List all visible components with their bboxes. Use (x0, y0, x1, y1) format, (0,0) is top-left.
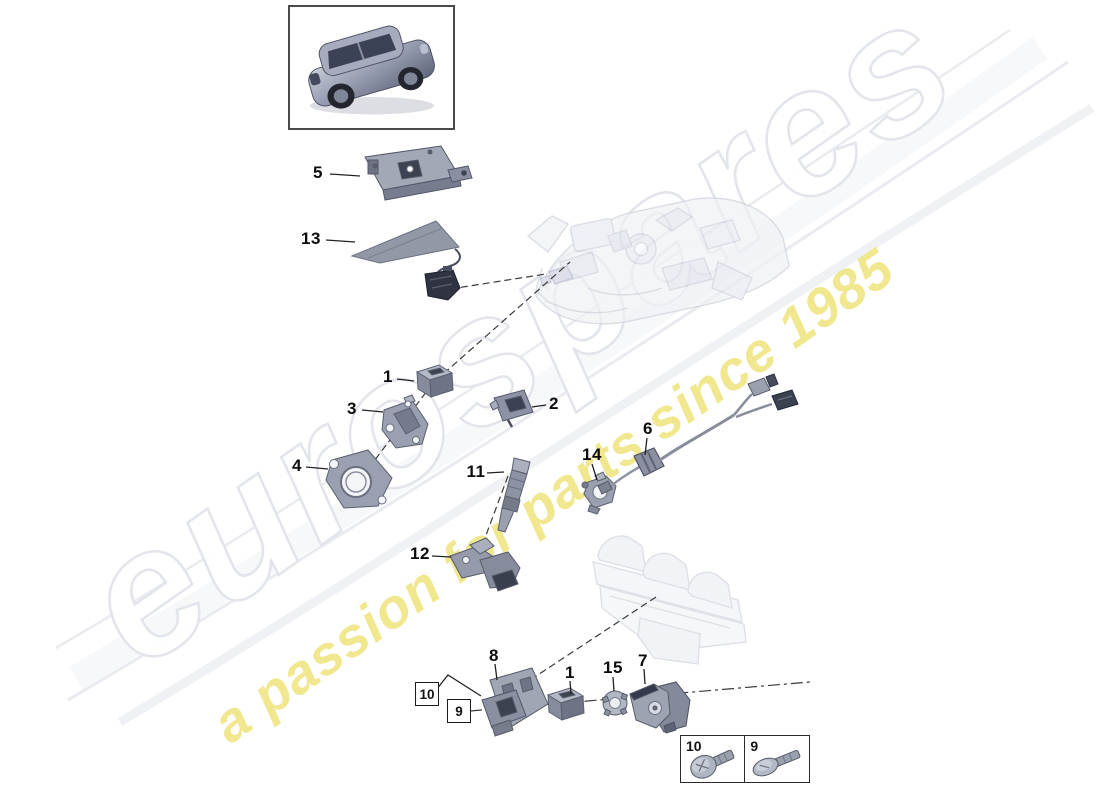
part-7-bracket (629, 681, 691, 734)
callout-12[interactable]: 12 (410, 544, 430, 563)
callout-2[interactable]: 2 (549, 394, 559, 413)
part-3-bracket (381, 394, 429, 449)
callout-1-lower[interactable]: 1 (565, 663, 575, 682)
part-1-mount-upper (415, 364, 454, 398)
part-8-plate (481, 667, 549, 737)
part-2-connector (489, 389, 534, 428)
vehicle-thumbnail (288, 5, 455, 130)
callout-3[interactable]: 3 (347, 399, 357, 418)
screw-10-icon (690, 749, 735, 779)
callout-13[interactable]: 13 (301, 229, 321, 248)
part-12-assembly (449, 537, 521, 592)
legend-label-9: 9 (750, 738, 759, 754)
callout-15[interactable]: 15 (603, 658, 623, 677)
callout-box-9[interactable]: 9 (447, 699, 471, 723)
legend-label-10: 10 (686, 738, 702, 754)
callout-7[interactable]: 7 (638, 651, 648, 670)
callout-4[interactable]: 4 (292, 456, 302, 475)
callout-14[interactable]: 14 (582, 445, 602, 464)
part-1-mount-lower (546, 687, 585, 721)
part-13-mat (350, 220, 461, 301)
watermark-brand-text: eurospares (47, 0, 990, 704)
fastener-legend: 10 9 (680, 735, 811, 783)
part-4-bracket (325, 449, 393, 509)
vehicle-illustration (308, 25, 435, 115)
callout-11[interactable]: 11 (466, 462, 486, 481)
ghost-fastener (539, 265, 574, 286)
callout-8[interactable]: 8 (489, 646, 499, 665)
part-5-module (364, 145, 473, 201)
callout-box-10[interactable]: 10 (415, 682, 439, 706)
part-15-nut (601, 690, 629, 717)
ghost-carrier-frame (592, 535, 747, 665)
callout-6[interactable]: 6 (643, 419, 653, 438)
part-11-sensor (497, 457, 531, 533)
legend-cell-9: 9 (744, 735, 811, 783)
callout-5[interactable]: 5 (313, 163, 323, 182)
callout-1-upper[interactable]: 1 (383, 367, 393, 386)
part-6-harness (597, 373, 799, 495)
screw-9-icon (753, 749, 801, 777)
leader-lines (305, 173, 648, 697)
ghost-body-assembly (526, 197, 790, 325)
legend-cell-10: 10 (680, 735, 746, 783)
